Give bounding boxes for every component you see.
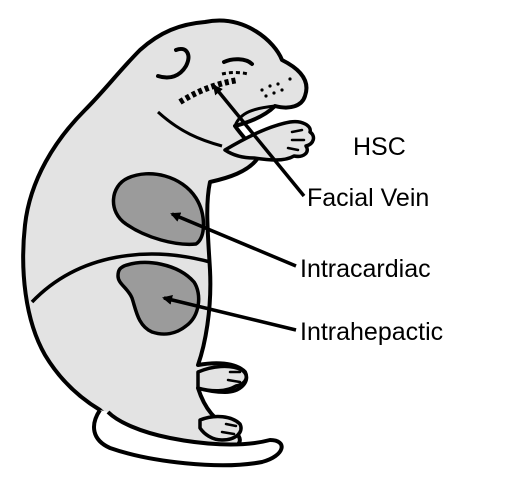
mouse-pup <box>23 21 313 466</box>
intrahepatic-label: Intrahepactic <box>300 318 443 346</box>
diagram-title: HSC <box>353 133 406 161</box>
lower-hind-paw <box>200 417 241 440</box>
intracardiac-label: Intracardiac <box>300 255 431 283</box>
facial-vein-label: Facial Vein <box>307 184 429 212</box>
